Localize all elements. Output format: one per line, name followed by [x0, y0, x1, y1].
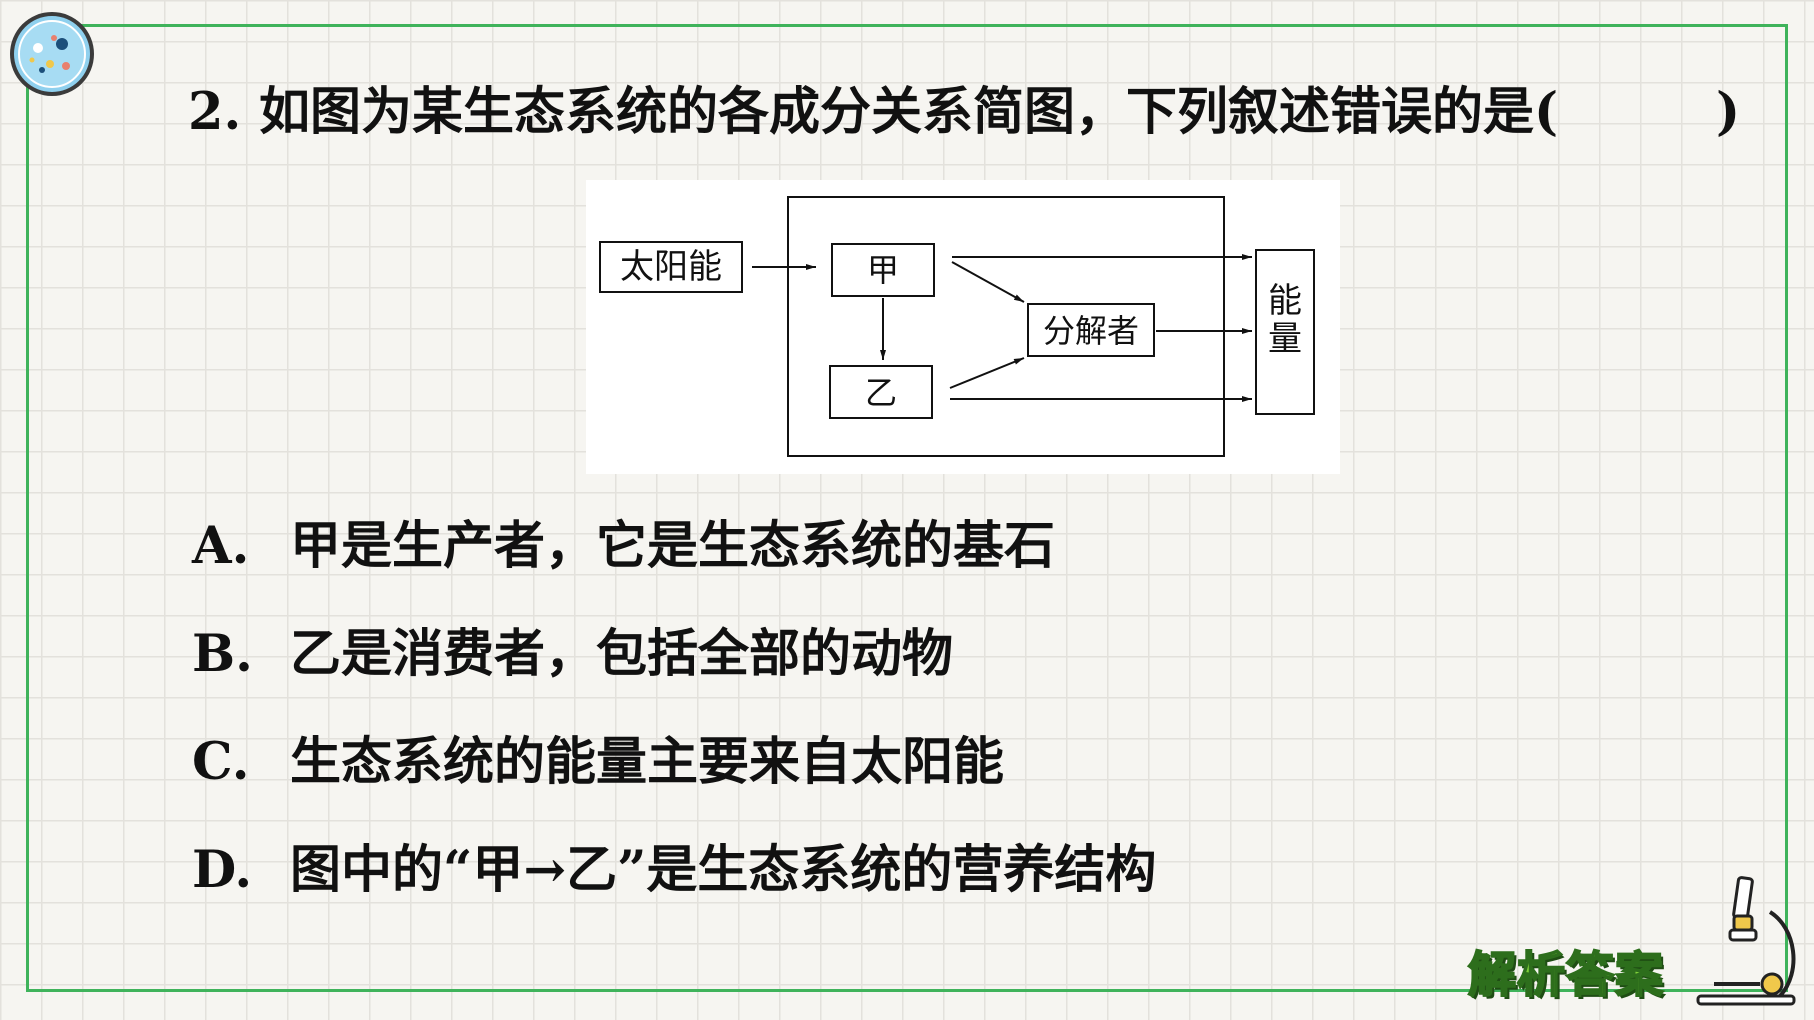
consumer-box	[829, 365, 933, 419]
option-letter: B.	[192, 624, 253, 684]
option-letter: A.	[192, 516, 250, 576]
microscope-icon	[1696, 876, 1796, 1006]
question-stem: 2. 如图为某生态系统的各成分关系简图，下列叙述错误的是( )	[188, 80, 1748, 144]
option-b[interactable]: B. 乙是消费者，包括全部的动物	[192, 622, 953, 686]
decomposer-label: 分解者	[1043, 312, 1139, 350]
option-text: 生态系统的能量主要来自太阳能	[290, 732, 1005, 792]
option-letter: D.	[192, 840, 253, 900]
arrow-producer-to-decomposer	[951, 261, 1025, 303]
question-close-paren: )	[1716, 82, 1741, 142]
producer-label: 甲	[867, 251, 899, 289]
consumer-label: 乙	[865, 374, 897, 412]
sun-box	[599, 241, 743, 293]
option-a[interactable]: A. 甲是生产者，它是生态系统的基石	[192, 514, 1055, 578]
ecosystem-diagram: 太阳能 甲 乙 分解者 能 量	[586, 180, 1340, 474]
option-d[interactable]: D. 图中的“甲→乙”是生态系统的营养结构	[192, 838, 1156, 902]
option-text: 图中的“甲→乙”是生态系统的营养结构	[290, 840, 1157, 900]
option-text: 甲是生产者，它是生态系统的基石	[290, 516, 1056, 576]
question-text: 2. 如图为某生态系统的各成分关系简图，下列叙述错误的是(	[188, 82, 1559, 142]
decomposer-box	[1027, 303, 1155, 357]
arrow-consumer-to-decomposer	[949, 357, 1025, 389]
producer-box	[831, 243, 935, 297]
sun-label: 太阳能	[620, 247, 722, 287]
energy-label-line1: 能	[1268, 281, 1302, 321]
energy-box	[1255, 249, 1315, 415]
dotted-circle-badge-icon	[10, 12, 94, 96]
energy-label-line2: 量	[1268, 319, 1302, 359]
green-frame	[26, 24, 1788, 992]
option-text: 乙是消费者，包括全部的动物	[290, 624, 954, 684]
answer-analysis-button[interactable]: 解析答案	[1467, 946, 1665, 1004]
option-letter: C.	[192, 732, 250, 792]
ecosystem-boundary-box	[787, 196, 1225, 457]
option-c[interactable]: C. 生态系统的能量主要来自太阳能	[192, 730, 1004, 794]
